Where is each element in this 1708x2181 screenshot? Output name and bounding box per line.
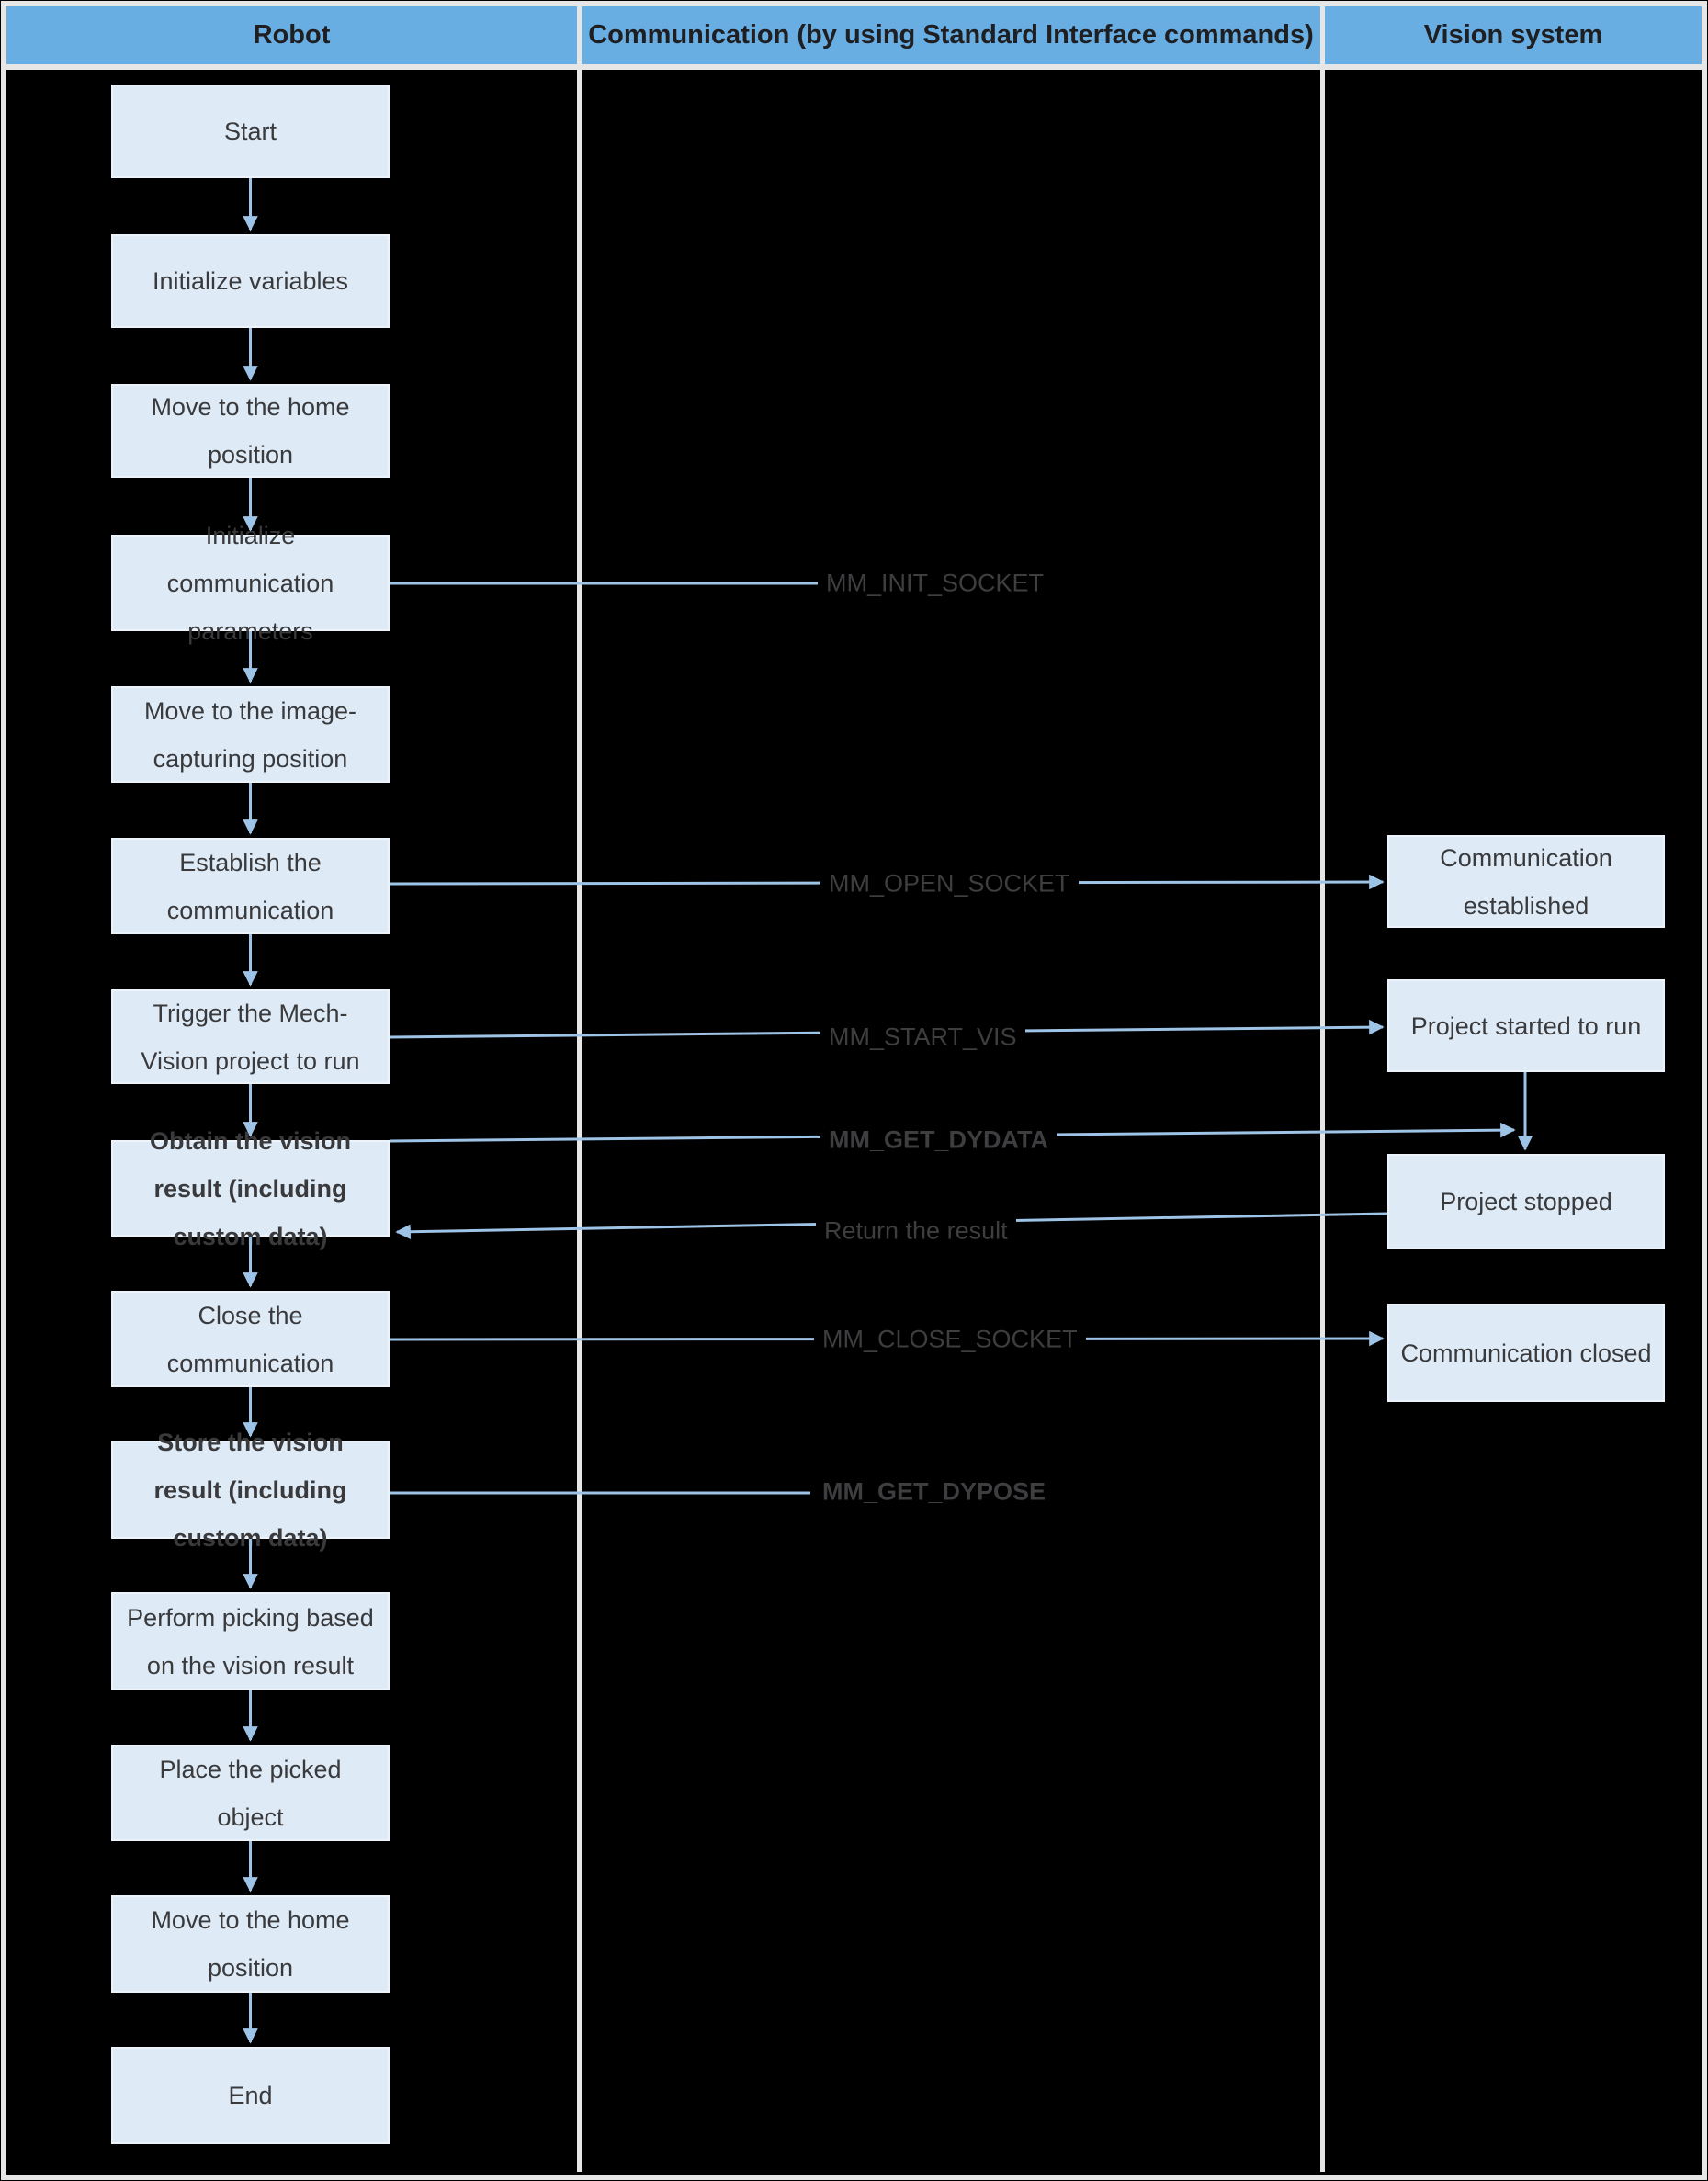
flow-step-move-home-1: Move to the home position [111,384,390,478]
column-divider-2 [1320,6,1325,2172]
header-communication: Communication (by using Standard Interfa… [582,6,1320,64]
header-band [6,6,1702,64]
flow-step-end-label: End [228,2082,273,2109]
vision-step-communication-established-label: Communication established [1440,843,1612,920]
command-label-return-result: Return the result [816,1214,1016,1249]
flow-step-trigger-mech-vision: Trigger the Mech- Vision project to run [111,989,390,1084]
flow-step-place-object: Place the picked object [111,1745,390,1841]
header-vision-system: Vision system [1325,6,1702,64]
flow-step-move-home-2: Move to the home position [111,1895,390,1993]
vision-step-project-started: Project started to run [1387,979,1665,1072]
command-label-mm-start-vis: MM_START_VIS [820,1020,1025,1055]
command-mm-init-socket-text: MM_INIT_SOCKET [826,569,1045,597]
flow-step-place-object-label: Place the picked object [159,1755,342,1831]
header-robot-label: Robot [253,20,331,50]
flow-step-move-home-2-label: Move to the home position [151,1906,350,1982]
flow-step-obtain-vision-result: Obtain the vision result (including cust… [111,1127,390,1250]
flow-step-close-communication-label: Close the communication [166,1301,334,1377]
flow-step-start: Start [111,85,390,178]
flow-step-store-vision-result-label: Store the vision result (including custo… [153,1428,347,1552]
flow-step-perform-picking-label: Perform picking based on the vision resu… [127,1603,374,1679]
header-vision-system-label: Vision system [1423,20,1603,50]
command-mm-start-vis-text: MM_START_VIS [829,1023,1017,1051]
command-mm-close-socket-text: MM_CLOSE_SOCKET [822,1325,1078,1353]
flow-step-perform-picking: Perform picking based on the vision resu… [111,1592,390,1690]
flow-step-init-comm-params-label: Initialize communication parameters [166,521,334,645]
header-underline [1,64,1707,70]
command-label-mm-open-socket: MM_OPEN_SOCKET [820,866,1079,901]
header-robot: Robot [6,6,577,64]
flow-step-initialize-variables: Initialize variables [111,234,390,328]
command-return-result-text: Return the result [824,1216,1008,1245]
column-divider-1 [577,6,582,2172]
vision-step-project-stopped: Project stopped [1387,1154,1665,1249]
command-mm-get-dydata-text: MM_GET_DYDATA [829,1125,1049,1154]
command-mm-get-dypose-text: MM_GET_DYPOSE [822,1477,1046,1506]
command-label-mm-init-socket: MM_INIT_SOCKET [818,566,1053,601]
flow-step-trigger-mech-vision-label: Trigger the Mech- Vision project to run [141,999,360,1075]
flow-step-end: End [111,2047,390,2144]
flow-step-init-comm-params: Initialize communication parameters [111,522,390,645]
flow-step-establish-communication: Establish the communication [111,838,390,934]
flow-step-move-image-capture: Move to the image- capturing position [111,686,390,783]
flow-step-initialize-variables-label: Initialize variables [152,267,349,295]
flow-step-move-image-capture-label: Move to the image- capturing position [143,696,357,773]
flow-step-store-vision-result: Store the vision result (including custo… [111,1429,390,1552]
flow-step-obtain-vision-result-label: Obtain the vision result (including cust… [149,1126,352,1250]
command-mm-open-socket-text: MM_OPEN_SOCKET [829,869,1070,898]
flow-step-close-communication: Close the communication [111,1291,390,1387]
vision-step-communication-closed-label: Communication closed [1400,1339,1652,1367]
vision-step-project-stopped-label: Project stopped [1440,1188,1612,1215]
header-communication-label: Communication (by using Standard Interfa… [588,20,1314,50]
vision-step-communication-closed: Communication closed [1387,1304,1665,1402]
flow-step-move-home-1-label: Move to the home position [151,393,350,469]
command-label-mm-close-socket: MM_CLOSE_SOCKET [814,1322,1086,1357]
vision-step-communication-established: Communication established [1387,835,1665,928]
flow-step-start-label: Start [223,118,277,145]
flow-step-establish-communication-label: Establish the communication [166,848,334,924]
vision-step-project-started-label: Project started to run [1410,1011,1642,1040]
command-label-mm-get-dypose: MM_GET_DYPOSE [814,1475,1055,1509]
command-label-mm-get-dydata: MM_GET_DYDATA [820,1123,1058,1158]
